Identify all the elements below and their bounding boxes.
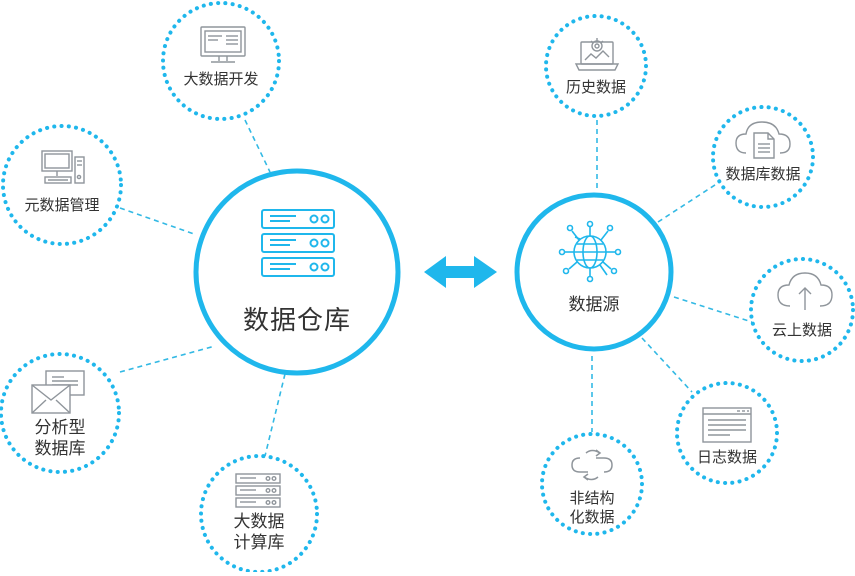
sync-arrows-icon [571,449,613,481]
node-circle-big-data-dev [161,1,281,121]
connector-database [657,182,719,223]
server-rack-icon [261,209,335,277]
node-label-history: 历史数据 [565,78,626,96]
connector-big-data-compute [264,373,286,457]
envelope-icon [31,370,85,414]
connector-big-data-dev [244,119,271,173]
connector-metadata-mgmt [119,207,195,235]
node-circle-history [544,14,648,118]
monitor-icon [200,26,246,63]
cloud-document-icon [735,121,791,159]
cloud-upload-icon [777,272,833,310]
node-circle-log [675,381,779,485]
warehouse-hub-circle [193,168,401,376]
warehouse-connectors [119,119,286,457]
node-label-analytic-db: 分析型 数据库 [34,418,86,459]
node-label-big-data-compute: 大数据 计算库 [233,512,285,553]
node-circle-unstructured [540,432,644,536]
source-hub-label: 数据源 [568,295,620,315]
browser-window-icon [702,407,752,443]
connector-cloud [673,296,753,323]
desktop-computer-icon [41,150,85,184]
node-circle-big-data-compute [199,454,319,574]
connector-log [641,337,693,393]
globe-network-icon [558,220,622,283]
node-circle-cloud [749,257,855,363]
source-connectors [591,120,753,432]
double-arrow-icon [424,256,497,288]
warehouse-hub-label: 数据仓库 [242,306,351,336]
node-label-big-data-dev: 大数据开发 [183,70,259,88]
node-label-metadata-mgmt: 元数据管理 [24,196,100,214]
node-circle-metadata-mgmt [1,124,123,246]
source-hub-circle [514,192,674,352]
node-label-log: 日志数据 [696,448,757,466]
server-icon [235,473,281,508]
laptop-gear-icon [574,38,620,71]
node-label-unstructured: 非结构 化数据 [569,489,615,526]
node-label-database: 数据库数据 [725,165,801,183]
node-label-cloud: 云上数据 [771,321,832,339]
connector-analytic-db [119,345,216,373]
